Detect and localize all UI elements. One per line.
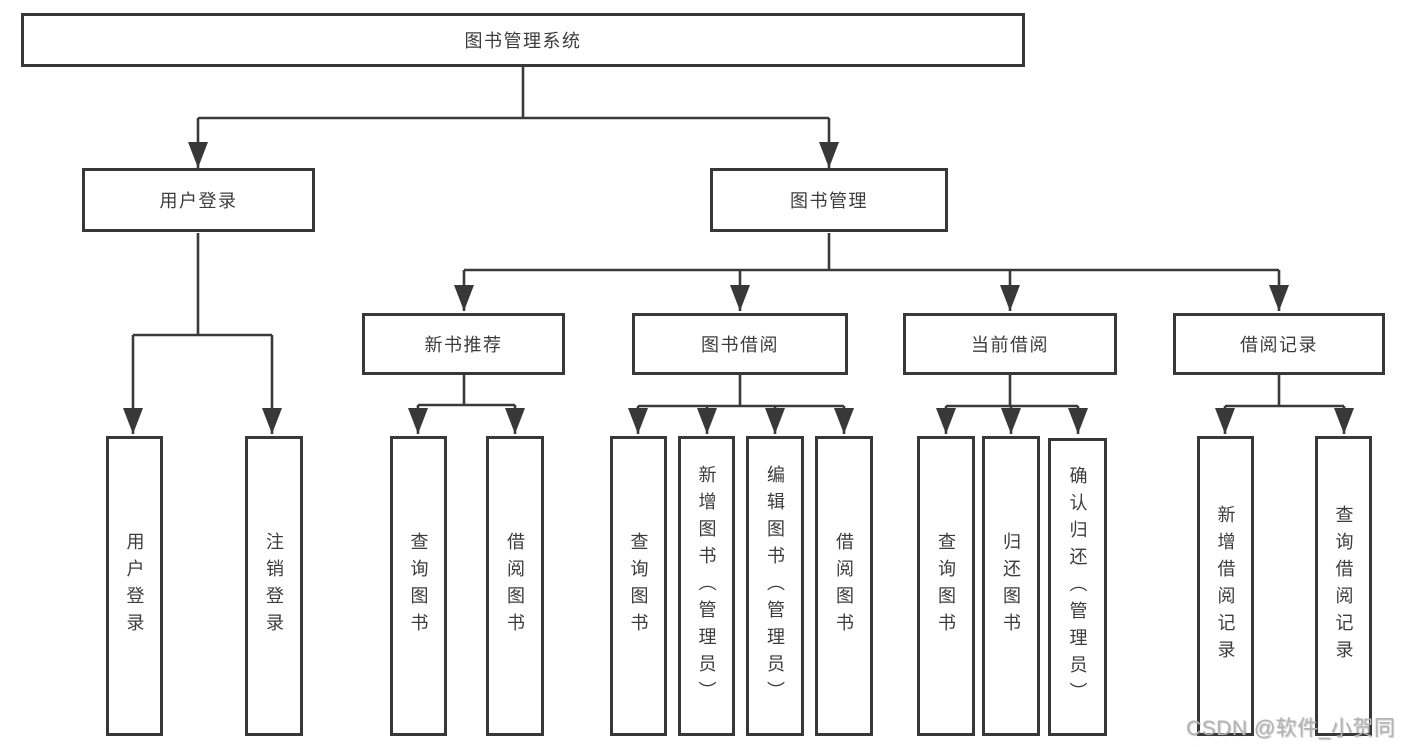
leaf-borrow-books-1-label: 借阅图书 <box>505 532 525 640</box>
leaf-borrow-books-2-label: 借阅图书 <box>834 532 854 640</box>
leaf-query-books-2: 查询图书 <box>610 436 667 736</box>
leaf-logout: 注销登录 <box>245 436 303 736</box>
leaf-borrow-books-1: 借阅图书 <box>486 436 544 736</box>
node-current-borrowing-label: 当前借阅 <box>971 335 1049 355</box>
leaf-user-login: 用户登录 <box>106 436 163 736</box>
node-book-management: 图书管理 <box>710 168 948 232</box>
leaf-add-borrow-record-label: 新增借阅记录 <box>1215 505 1236 667</box>
node-root-label: 图书管理系统 <box>464 31 582 51</box>
leaf-logout-label: 注销登录 <box>264 532 284 640</box>
watermark: CSDN @软件_小贺同学 <box>1186 717 1396 740</box>
leaf-confirm-return-admin-label: 确认归还（管理员） <box>1067 465 1088 709</box>
leaf-query-books-2-label: 查询图书 <box>628 532 649 640</box>
node-book-borrowing: 图书借阅 <box>632 313 848 375</box>
node-book-borrowing-label: 图书借阅 <box>701 335 779 355</box>
node-book-management-label: 图书管理 <box>790 191 868 211</box>
node-user-login-label: 用户登录 <box>159 191 238 211</box>
node-user-login: 用户登录 <box>82 168 315 232</box>
leaf-user-login-label: 用户登录 <box>124 532 145 640</box>
leaf-add-book-admin: 新增图书（管理员） <box>678 436 735 736</box>
leaf-edit-book-admin: 编辑图书（管理员） <box>746 436 804 736</box>
leaf-edit-book-admin-label: 编辑图书（管理员） <box>765 464 785 708</box>
node-new-book-recommend: 新书推荐 <box>362 313 565 375</box>
node-borrowing-records: 借阅记录 <box>1173 313 1385 375</box>
node-borrowing-records-label: 借阅记录 <box>1240 335 1318 355</box>
leaf-query-books-1: 查询图书 <box>390 436 447 736</box>
leaf-confirm-return-admin: 确认归还（管理员） <box>1048 438 1107 736</box>
leaf-return-books-label: 归还图书 <box>1001 532 1021 640</box>
leaf-query-books-3-label: 查询图书 <box>936 532 956 640</box>
leaf-add-book-admin-label: 新增图书（管理员） <box>696 464 717 708</box>
leaf-query-borrow-record: 查询借阅记录 <box>1315 436 1372 736</box>
leaf-add-borrow-record: 新增借阅记录 <box>1197 436 1254 736</box>
leaf-query-books-3: 查询图书 <box>917 436 975 736</box>
node-root: 图书管理系统 <box>21 13 1025 67</box>
leaf-query-borrow-record-label: 查询借阅记录 <box>1333 505 1354 667</box>
node-current-borrowing: 当前借阅 <box>903 313 1117 375</box>
leaf-return-books: 归还图书 <box>982 436 1040 736</box>
node-new-book-recommend-label: 新书推荐 <box>424 335 503 355</box>
leaf-borrow-books-2: 借阅图书 <box>815 436 873 736</box>
leaf-query-books-1-label: 查询图书 <box>408 532 429 640</box>
